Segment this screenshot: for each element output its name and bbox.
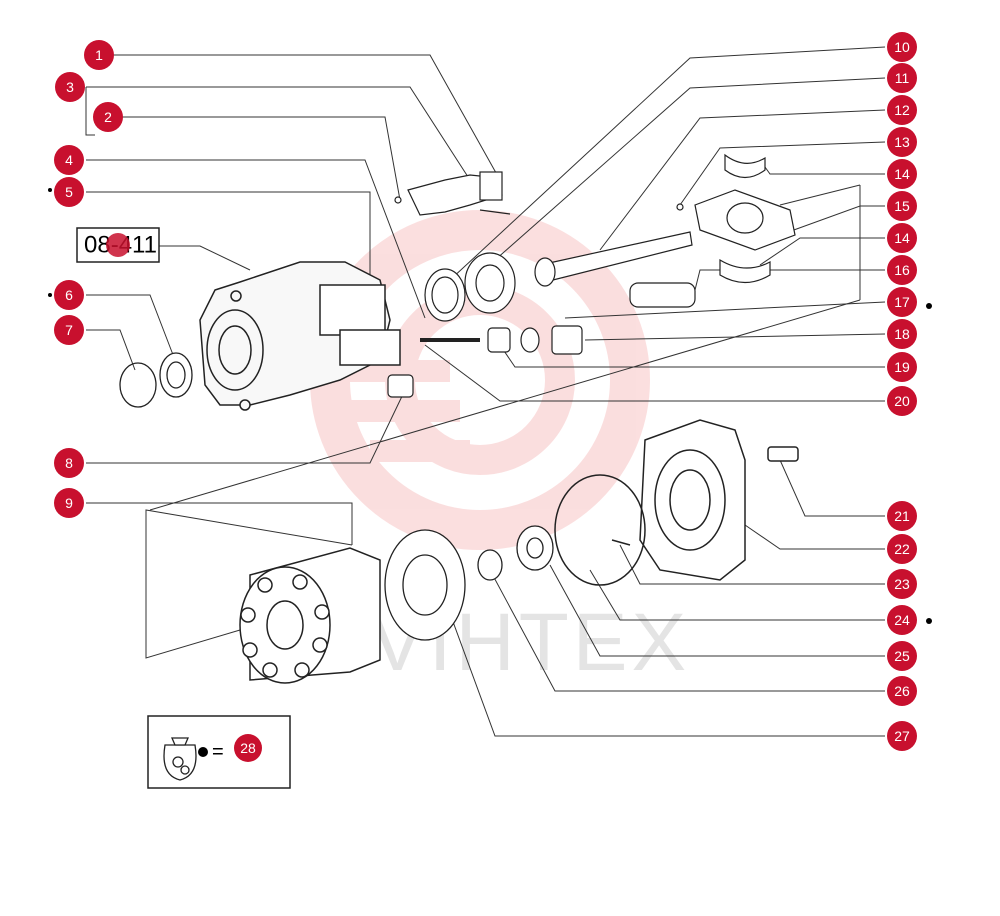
bag-icon (163, 737, 197, 781)
callout-19-label: 19 (894, 359, 910, 375)
callout-20-label: 20 (894, 393, 910, 409)
callout-1 (84, 40, 114, 70)
callout-4-label: 4 (65, 152, 73, 168)
callout-23 (887, 569, 917, 599)
callout-11 (887, 63, 917, 93)
leader-lines (85, 46, 886, 737)
callout-24 (887, 605, 917, 635)
callout-6-label: 6 (65, 287, 73, 303)
callout-10-label: 10 (894, 39, 910, 55)
callout-17-label: 17 (894, 294, 910, 310)
swash-plate-parts (694, 153, 796, 284)
callout-9 (54, 488, 84, 518)
callout-7-label: 7 (65, 322, 73, 338)
callout-14 (887, 223, 917, 253)
callout-2 (93, 102, 123, 132)
callout-28 (234, 734, 262, 762)
callout-3-label: 3 (66, 79, 74, 95)
callout-3 (55, 72, 85, 102)
callout-15 (887, 191, 917, 221)
bullet-dot-5 (48, 188, 52, 192)
callout-5 (54, 177, 84, 207)
callouts: 1234567891011121314151416171819202122232… (54, 32, 917, 751)
callout-26-label: 26 (894, 683, 910, 699)
callout-26 (887, 676, 917, 706)
callout-14-label: 14 (894, 166, 910, 182)
callout-2-label: 2 (104, 109, 112, 125)
callout-15-label: 15 (894, 198, 910, 214)
snap-rings (119, 352, 193, 408)
callout-8 (54, 448, 84, 478)
rear-cover (554, 419, 799, 586)
callout-20 (887, 386, 917, 416)
callout-6 (54, 280, 84, 310)
callout-4 (54, 145, 84, 175)
callout-16-label: 16 (894, 262, 910, 278)
callout-14 (887, 159, 917, 189)
callout-18-label: 18 (894, 326, 910, 342)
callout-12 (887, 95, 917, 125)
bullet-dot-24 (926, 618, 932, 624)
callout-10 (887, 32, 917, 62)
drive-shaft-assembly (387, 203, 696, 398)
callout-18 (887, 319, 917, 349)
callout-16 (887, 255, 917, 285)
callout-22 (887, 534, 917, 564)
callout-11-label: 11 (895, 70, 910, 86)
reference-marker (106, 233, 130, 257)
callout-24-label: 24 (894, 612, 910, 628)
callout-12-label: 12 (894, 102, 910, 118)
callout-13 (887, 127, 917, 157)
callout-25 (887, 641, 917, 671)
callout-21-label: 21 (894, 508, 910, 524)
bullet-dot-17 (926, 303, 932, 309)
callout-19 (887, 352, 917, 382)
callout-21 (887, 501, 917, 531)
legend-symbol: = (212, 741, 224, 763)
callout-27 (887, 721, 917, 751)
callout-25-label: 25 (894, 648, 910, 664)
callout-8-label: 8 (65, 455, 73, 471)
callout-5-label: 5 (65, 184, 73, 200)
callout-22-label: 22 (894, 541, 910, 557)
bullet-dot (198, 747, 208, 757)
callout-14-label: 14 (894, 230, 910, 246)
callout-17 (887, 287, 917, 317)
callout-13-label: 13 (894, 134, 910, 150)
pump-housing (199, 261, 401, 411)
callout-7 (54, 315, 84, 345)
valve-plate (384, 525, 554, 641)
callout-23-label: 23 (894, 576, 910, 592)
callout-9-label: 9 (65, 495, 73, 511)
cylinder-block (239, 547, 381, 684)
callout-27-label: 27 (894, 728, 910, 744)
callout-1-label: 1 (95, 47, 103, 63)
bullet-dot-6 (48, 293, 52, 297)
callout-28-label: 28 (240, 740, 256, 756)
control-valve (394, 171, 511, 216)
